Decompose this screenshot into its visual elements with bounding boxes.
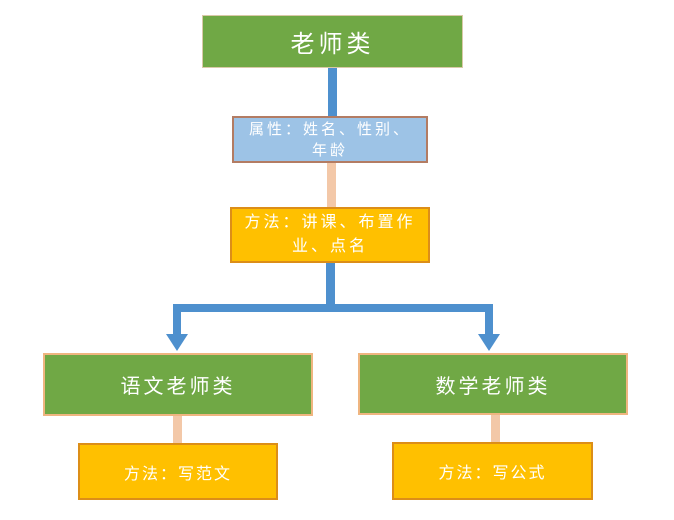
connector-methods-to-branch <box>326 261 335 307</box>
arrow-down-left-icon <box>166 334 188 351</box>
branch-left-vertical-line <box>173 304 181 335</box>
branch-horizontal-line <box>173 304 493 312</box>
arrow-down-right-icon <box>478 334 500 351</box>
node-math-teacher-method: 方法：写公式 <box>392 442 593 500</box>
connector-attributes-to-methods <box>327 161 336 209</box>
node-math-teacher-class: 数学老师类 <box>358 353 628 415</box>
connector-chinese-to-method <box>173 415 182 444</box>
connector-math-to-method <box>491 414 500 443</box>
connector-teacher-to-attributes <box>328 66 337 118</box>
node-chinese-teacher-class: 语文老师类 <box>43 353 313 416</box>
node-teacher-methods: 方法：讲课、布置作 业、点名 <box>230 207 430 263</box>
node-teacher-attributes: 属性：姓名、性别、 年龄 <box>232 116 428 163</box>
node-teacher-class: 老师类 <box>202 15 463 68</box>
branch-right-vertical-line <box>485 304 493 335</box>
node-chinese-teacher-method: 方法：写范文 <box>78 443 278 500</box>
